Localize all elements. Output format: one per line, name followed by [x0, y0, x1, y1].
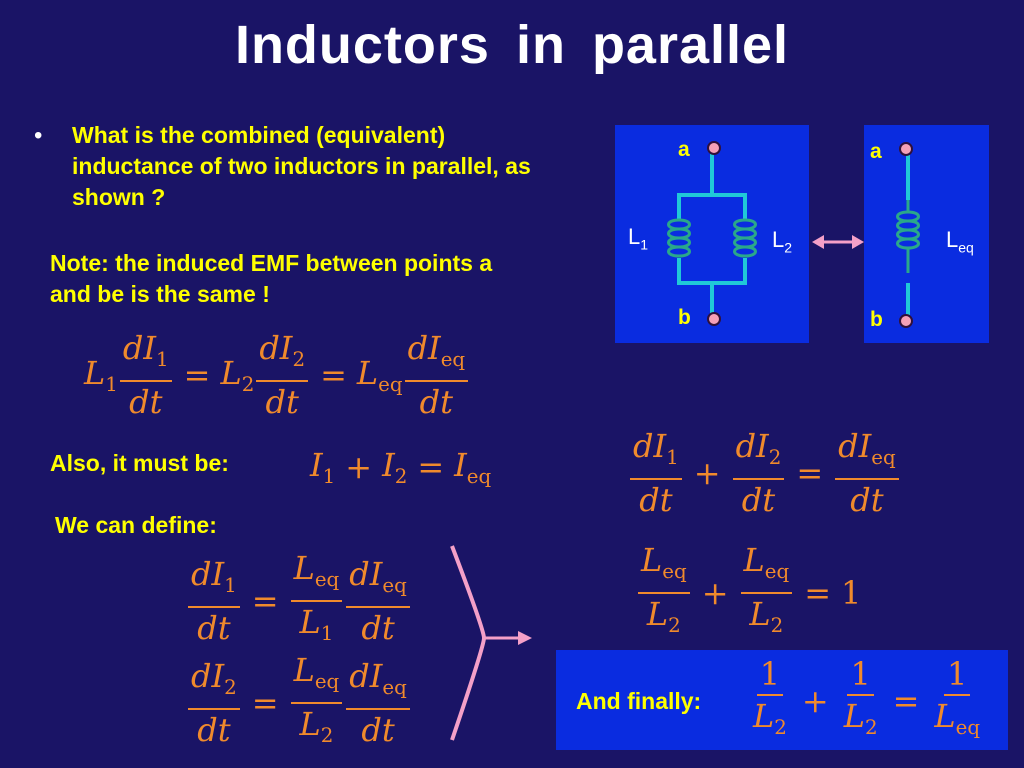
circuit-parallel-diagram: [667, 141, 757, 326]
fraction-di2-dt: dI2 dt: [256, 330, 309, 420]
note-text: Note: the induced EMF between points a a…: [50, 250, 493, 307]
node-eq-a-icon: [899, 142, 913, 156]
question-text: What is the combined (equivalent) induct…: [72, 122, 531, 210]
bullet-marker: •: [34, 122, 43, 149]
brace-arrow: [450, 545, 532, 741]
equation-final-result: 1 L2 + 1 L2 = 1 Leq: [753, 655, 981, 739]
inductor-leq-label: Leq: [946, 227, 974, 256]
node-eq-b-label: b: [870, 308, 883, 331]
equation-emf-equality: L1 dI1 dt = L2 dI2 dt = Leq dIeq dt: [84, 330, 470, 420]
define-label: We can define:: [55, 512, 217, 538]
node-b-icon: [707, 312, 721, 326]
node-eq-b-icon: [899, 314, 913, 328]
equivalence-double-arrow-icon: [812, 235, 864, 249]
symbol-l1: L1: [84, 354, 118, 396]
wire-top-bus: [677, 193, 747, 220]
node-eq-a-label: a: [870, 140, 882, 163]
wire-bottom-bus: [677, 258, 747, 285]
coil-leq-icon: [906, 200, 920, 273]
right-brace: [450, 545, 487, 741]
inductor-l2-label: L2: [772, 227, 793, 256]
page-title: Inductors in parallel: [234, 15, 790, 75]
equation-derivative-sum: dI1 dt + dI2 dt = dIeq dt: [628, 428, 901, 518]
node-a-icon: [707, 141, 721, 155]
coil-l1-icon: [667, 218, 680, 258]
equation-define-2: dI2 dt = Leq L2 dIeq dt: [186, 652, 412, 754]
circuit-equivalent-panel: [864, 125, 989, 343]
symbol-l2: L2: [220, 354, 255, 396]
circuit-equivalent-diagram: [896, 142, 920, 328]
coil-l2-icon: [733, 218, 746, 258]
also-label: Also, it must be:: [50, 450, 229, 476]
fraction-dieq-dt: dIeq dt: [404, 330, 469, 420]
inductor-l1-label: L1: [628, 224, 649, 253]
equation-current-sum: I1 + I2 = Ieq: [310, 446, 492, 488]
finally-label: And finally:: [576, 688, 702, 714]
arrow-head-icon: [518, 631, 532, 645]
equation-ratio-sum: Leq L2 + Leq L2 = 1: [636, 542, 861, 644]
symbol-leq: Leq: [356, 354, 403, 396]
node-a-label: a: [678, 138, 690, 161]
final-result-panel: [556, 650, 1008, 750]
node-b-label: b: [678, 306, 691, 329]
fraction-di1-dt: dI1 dt: [119, 330, 172, 420]
equation-define-1: dI1 dt = Leq L1 dIeq dt: [186, 550, 412, 652]
